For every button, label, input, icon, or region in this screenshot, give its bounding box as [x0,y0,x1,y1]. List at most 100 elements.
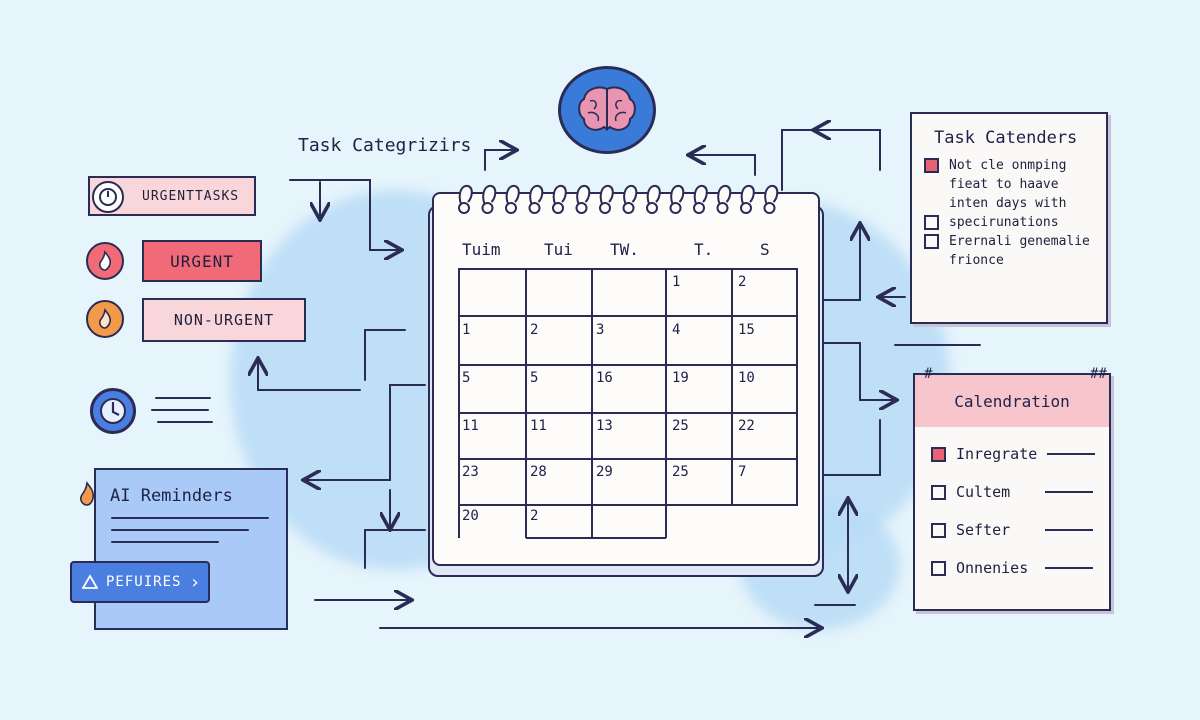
integration-item[interactable]: Sefter [931,511,1093,549]
calendar-day-cell[interactable]: 13 [596,418,613,434]
warning-triangle-icon [82,574,98,589]
integration-header: Calendration [915,375,1109,427]
arrow-top-left [690,155,756,176]
calendar-day-cell[interactable]: 11 [530,418,547,434]
calendar-day-cell[interactable]: 7 [738,464,747,480]
task-categories-title: Task Categrizirs [298,135,472,156]
spiral-hole [528,202,541,214]
text-placeholder-line [1045,491,1093,493]
flame-icon [86,300,124,338]
spiral-hole [575,202,588,214]
ai-reminders-title: AI Reminders [110,486,233,506]
integration-item[interactable]: Onnenies [931,549,1093,587]
task-calendar-item-text: inten days with [949,196,1067,211]
calendar-day-cell[interactable]: 28 [530,464,547,480]
calendar-day-cell[interactable]: 2 [738,274,747,290]
task-calendar-item-text: fieat to haave [949,177,1059,192]
urgent-tag[interactable]: URGENT [142,240,262,282]
binding-mark-left: # [924,366,933,382]
text-placeholder-line [1045,529,1093,531]
integration-item[interactable]: Inregrate [931,435,1096,473]
text-placeholder-line [1045,567,1093,569]
line-left-mid [364,329,406,381]
weekday-label: S [760,240,770,259]
reminders-action-label: PEFUIRES [106,574,182,590]
calendar-day-cell[interactable]: 3 [596,322,605,338]
spiral-hole [669,202,682,214]
line-integration [819,419,881,476]
arrow-categories-to-calendar [289,179,400,250]
calendar-day-cell[interactable]: 4 [672,322,681,338]
weekday-label: T. [694,240,714,259]
checkbox[interactable] [924,215,939,230]
brain-icon [558,66,656,154]
checkbox[interactable] [931,484,946,500]
calendar-day-cell[interactable]: 29 [596,464,613,480]
calendar-day-cell[interactable]: 20 [462,508,479,524]
calendar-day-cell[interactable]: 1 [672,274,681,290]
calendar-day-cell[interactable]: 25 [672,464,689,480]
arrow-top-right-line [811,129,881,171]
calendar-page [432,192,820,566]
text-lines-icon [151,397,213,423]
calendar-day-cell[interactable]: 16 [596,370,613,386]
weekday-label: TW. [610,240,639,259]
arrow-to-reminders [305,384,426,480]
task-calendar-item[interactable]: fieat to haave [924,177,1094,192]
text-placeholder-line [1047,453,1096,455]
urgent-label: URGENT [170,251,234,271]
calendar-day-cell[interactable]: 5 [530,370,539,386]
checkbox[interactable] [931,560,946,576]
arrow-to-nonurgent [258,360,361,391]
task-calendars-title: Task Catenders [934,128,1078,148]
task-calendar-item[interactable]: specirunations [924,215,1094,230]
arrow-up-right [484,150,515,171]
arrow-top-connector [781,129,813,191]
spiral-hole [458,202,470,214]
reminders-action-button[interactable]: PEFUIRES › [70,561,210,603]
calendar-day-cell[interactable]: 19 [672,370,689,386]
checkbox[interactable] [924,158,939,173]
calendar-day-cell[interactable]: 23 [462,464,479,480]
weekday-label: Tui [544,240,573,259]
calendar-day-cell[interactable]: 2 [530,322,539,338]
calendar-day-cell[interactable]: 10 [738,370,755,386]
calendar-day-cell[interactable]: 11 [462,418,479,434]
flame-icon [86,242,124,280]
calendar-spiral-binding [458,184,779,214]
spiral-hole [716,202,729,214]
task-calendar-item[interactable]: frionce [924,253,1094,268]
calendar-day-cell[interactable]: 22 [738,418,755,434]
task-calendar-item[interactable]: inten days with [924,196,1094,211]
integration-item[interactable]: Cultem [931,473,1093,511]
task-calendar-item-text: Not cle onmping [949,158,1067,173]
calendar-day-cell[interactable]: 5 [462,370,471,386]
spiral-hole [763,202,776,214]
non-urgent-tag[interactable]: NON-URGENT [142,298,306,342]
checkbox[interactable] [924,234,939,249]
task-calendar-item[interactable]: Erernali genemalie [924,234,1094,249]
integration-item-text: Onnenies [956,559,1029,577]
calendar-day-cell[interactable]: 25 [672,418,689,434]
spiral-hole [599,202,611,214]
integration-item-text: Cultem [956,483,1011,501]
checkbox[interactable] [931,446,946,462]
checkbox[interactable] [931,522,946,538]
spiral-hole [505,202,517,214]
arrow-up-to-panel [819,225,860,301]
non-urgent-label: NON-URGENT [173,311,275,329]
task-calendar-item-text: specirunations [949,215,1059,230]
spiral-hole [646,202,658,214]
task-calendar-item[interactable]: Not cle onmping [924,158,1094,173]
calendar-day-cell[interactable]: 1 [462,322,471,338]
calendar-day-cell[interactable]: 15 [738,322,755,338]
spiral-hole [740,202,752,214]
calendar-day-cell[interactable]: 2 [530,508,539,524]
integration-title: Calendration [954,391,1070,411]
task-calendars-panel: Task Catenders Not cle onmping fieat to h… [910,112,1108,324]
spiral-hole [552,202,564,214]
reminder-clock-icon [90,388,136,434]
